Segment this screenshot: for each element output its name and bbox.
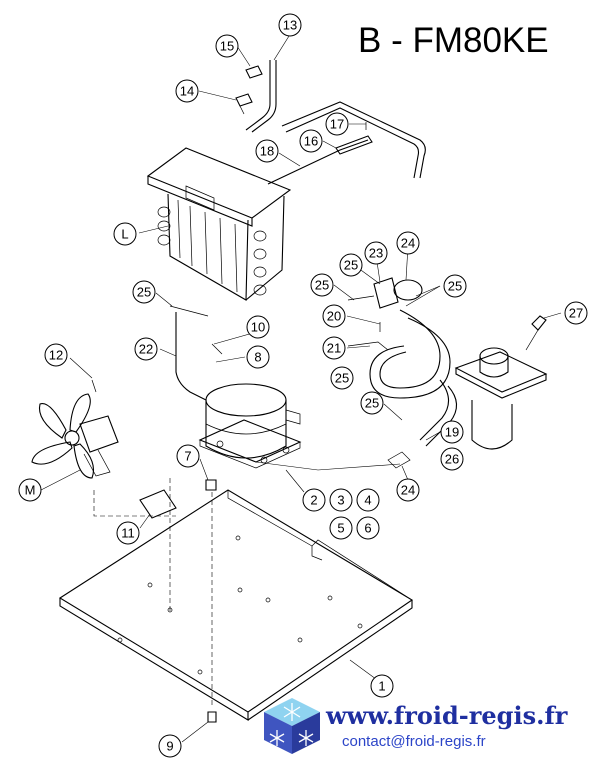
callout-25-upper: 25: [339, 253, 363, 277]
callout-5: 5: [329, 516, 353, 540]
tube-clips: [235, 65, 263, 115]
callout-25-top-left: 25: [132, 280, 156, 304]
svg-text:6: 6: [364, 521, 371, 536]
callout-24-upper: 24: [396, 231, 420, 255]
callout-9: 9: [158, 734, 182, 758]
svg-text:25: 25: [335, 371, 349, 386]
svg-text:21: 21: [327, 341, 341, 356]
svg-text:3: 3: [337, 493, 344, 508]
callout-23: 23: [364, 241, 388, 265]
svg-text:26: 26: [445, 452, 459, 467]
callout-13: 13: [278, 13, 302, 37]
svg-text:23: 23: [369, 246, 383, 261]
callout-2: 2: [302, 488, 326, 512]
water-valve-assembly: [454, 315, 548, 450]
callout-12: 12: [44, 343, 68, 367]
callout-25-lower: 25: [360, 391, 384, 415]
svg-text:M: M: [25, 483, 36, 498]
svg-text:27: 27: [569, 306, 583, 321]
callout-24-lower: 24: [396, 478, 420, 502]
callout-19: 19: [440, 420, 464, 444]
svg-text:20: 20: [327, 309, 341, 324]
callout-16: 16: [299, 129, 323, 153]
svg-text:25: 25: [315, 278, 329, 293]
svg-text:L: L: [121, 227, 128, 242]
callout-14: 14: [175, 79, 199, 103]
svg-text:24: 24: [401, 483, 415, 498]
callout-18: 18: [255, 139, 279, 163]
callout-17: 17: [325, 112, 349, 136]
callout-M: M: [18, 478, 42, 502]
svg-text:16: 16: [304, 134, 318, 149]
website-link[interactable]: www.froid-regis.fr: [325, 701, 568, 730]
svg-text:25: 25: [137, 285, 151, 300]
callout-22: 22: [134, 337, 158, 361]
capillary-line: [169, 305, 223, 401]
evaporator-tubing-coil: [369, 309, 458, 469]
svg-text:19: 19: [445, 425, 459, 440]
callout-20: 20: [322, 304, 346, 328]
snowflake-logo-icon: [264, 698, 320, 754]
callout-8: 8: [246, 345, 270, 369]
svg-text:17: 17: [330, 117, 344, 132]
diagram-title: B - FM80KE: [358, 21, 549, 60]
refrigerant-tubing: [245, 60, 426, 185]
callout-3: 3: [329, 488, 353, 512]
svg-text:2: 2: [310, 493, 317, 508]
callout-25-mid: 25: [330, 366, 354, 390]
svg-text:12: 12: [49, 348, 63, 363]
svg-text:13: 13: [283, 18, 297, 33]
callout-27: 27: [564, 301, 588, 325]
valve-assembly: [347, 277, 423, 351]
callout-15: 15: [215, 34, 239, 58]
callout-25-left: 25: [310, 273, 334, 297]
svg-text:5: 5: [337, 521, 344, 536]
compressor: [198, 383, 302, 469]
valve-and-screw: [93, 478, 217, 723]
svg-text:10: 10: [251, 320, 265, 335]
callout-11: 11: [116, 521, 140, 545]
callout-4: 4: [356, 488, 380, 512]
svg-text:1: 1: [378, 679, 385, 694]
condenser-coil: [146, 147, 292, 301]
svg-text:24: 24: [401, 236, 415, 251]
callout-1: 1: [370, 674, 394, 698]
svg-text:7: 7: [184, 449, 191, 464]
svg-text:22: 22: [139, 342, 153, 357]
svg-text:9: 9: [166, 739, 173, 754]
callout-10: 10: [246, 315, 270, 339]
callout-6: 6: [356, 516, 380, 540]
svg-text:11: 11: [121, 526, 135, 541]
contact-email[interactable]: contact@froid-regis.fr: [342, 733, 486, 750]
svg-text:25: 25: [448, 279, 462, 294]
leader-lines: [40, 35, 562, 743]
callout-L: L: [113, 222, 137, 246]
svg-text:25: 25: [365, 396, 379, 411]
svg-text:15: 15: [220, 39, 234, 54]
callout-26: 26: [440, 447, 464, 471]
callout-7: 7: [176, 444, 200, 468]
svg-text:18: 18: [260, 144, 274, 159]
callout-21: 21: [322, 336, 346, 360]
svg-text:14: 14: [180, 84, 194, 99]
callout-25-right: 25: [443, 274, 467, 298]
svg-text:8: 8: [254, 350, 261, 365]
base-plate: [58, 489, 414, 721]
fan-bracket: [139, 489, 177, 519]
svg-text:4: 4: [364, 493, 371, 508]
fan-motor: [31, 379, 119, 479]
svg-text:25: 25: [344, 258, 358, 273]
